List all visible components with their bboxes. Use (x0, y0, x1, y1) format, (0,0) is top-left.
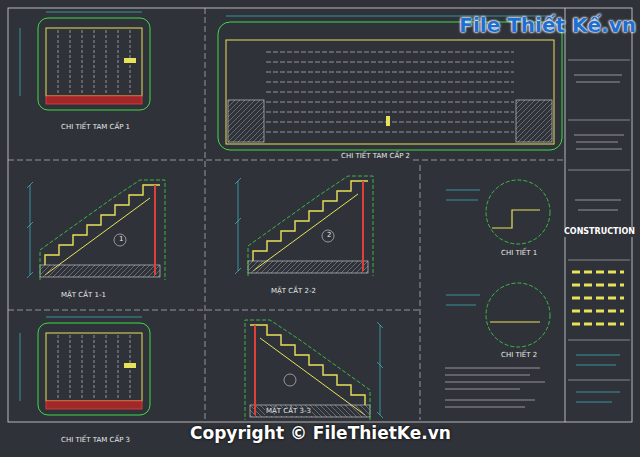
detail-title: CHI TIẾT 2 (500, 352, 538, 360)
view-title: MẶT CẮT 1-1 (60, 292, 107, 300)
watermark: Copyright © FileThietKe.vn (190, 424, 451, 443)
callout-number: 2 (326, 232, 332, 240)
view-title: MẶT CẮT 3-3 (265, 408, 312, 416)
detail-title: CHI TIẾT 1 (500, 250, 538, 258)
callout-number: 1 (118, 236, 124, 244)
stamp-text: CONSTRUCTION (563, 228, 636, 237)
view-title: MẶT CẮT 2-2 (270, 288, 317, 296)
view-title: CHI TIẾT TAM CẤP 2 (340, 153, 411, 161)
view-title: CHI TIẾT TAM CẤP 3 (60, 437, 131, 445)
view-title: CHI TIẾT TAM CẤP 1 (60, 124, 131, 132)
logo-text: File Thiết Kế.vn (459, 14, 636, 36)
